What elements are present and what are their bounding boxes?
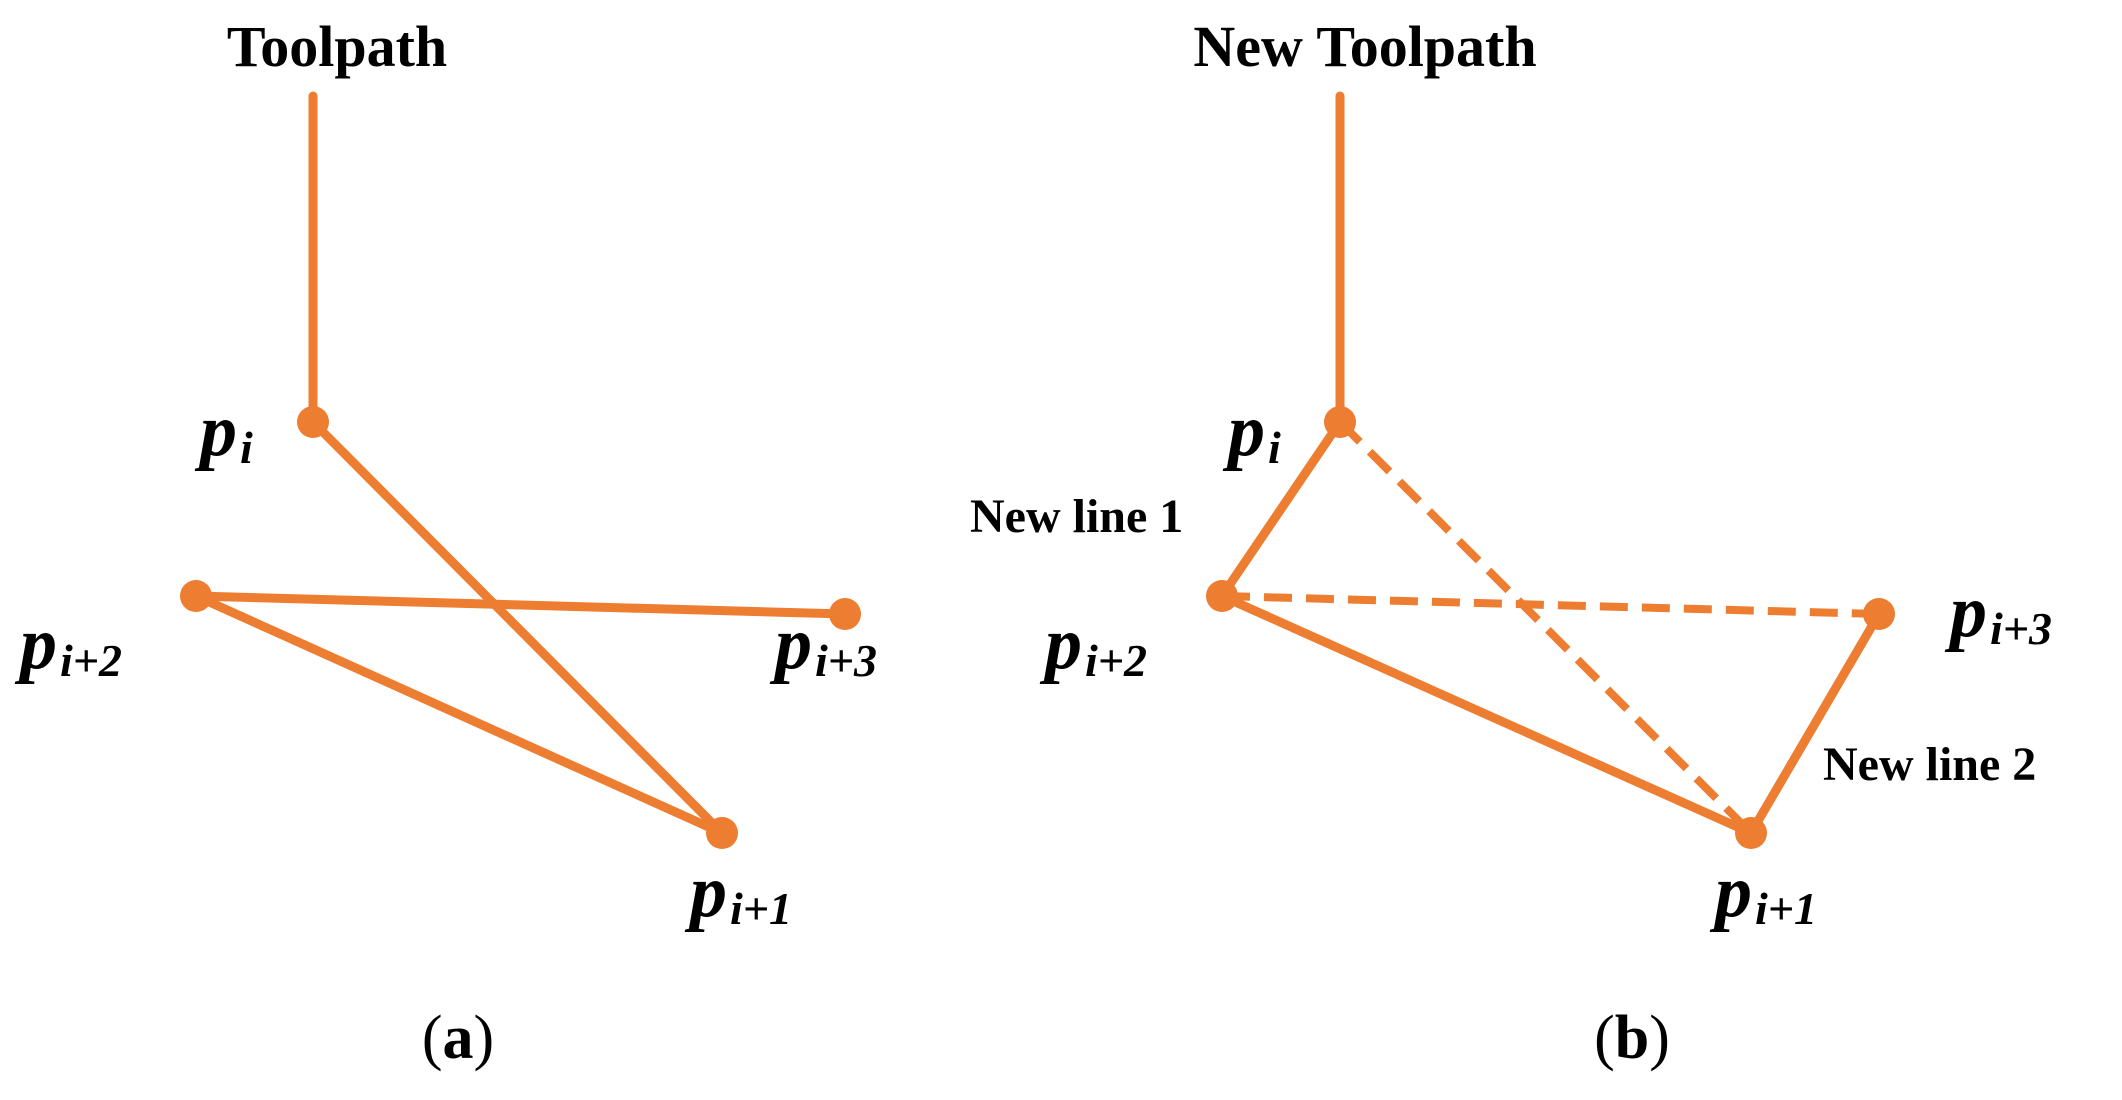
caption-close: ) xyxy=(474,1004,495,1072)
caption-close: ) xyxy=(1649,1004,1670,1072)
panel-a-label-pi1: pi+1 xyxy=(684,851,792,934)
panel-b-dashed-pi2-to-pi3 xyxy=(1221,592,1880,618)
caption-open: ( xyxy=(422,1004,443,1072)
panel-b-dashed-pi-to-pi1 xyxy=(1337,419,1754,836)
panel-a-segment-pi2-to-pi3 xyxy=(191,591,850,619)
label-subscript: i xyxy=(1268,422,1281,473)
label-subscript: i+1 xyxy=(1755,883,1817,934)
label-base: p xyxy=(769,603,812,685)
panel-a-node-pi2 xyxy=(180,580,212,612)
panel-b: New Toolpath pi pi+1 pi+2 pi+3 New line … xyxy=(970,14,2052,1072)
caption-letter: b xyxy=(1615,1004,1649,1072)
label-base: p xyxy=(1709,851,1752,933)
label-subscript: i xyxy=(240,422,253,473)
panel-b-label-pi1: pi+1 xyxy=(1709,851,1817,934)
panel-a-node-pi1 xyxy=(706,817,738,849)
panel-b-node-pi3 xyxy=(1863,598,1895,630)
label-base: p xyxy=(1222,390,1265,472)
panel-a-node-pi xyxy=(297,406,329,438)
caption-letter: a xyxy=(443,1004,474,1072)
panel-b-removed-segments xyxy=(1221,419,1880,836)
label-base: p xyxy=(1944,571,1987,653)
panel-b-new-line-1 xyxy=(1217,417,1345,601)
label-subscript: i+3 xyxy=(815,635,877,686)
panel-a-title: Toolpath xyxy=(227,14,447,79)
panel-a-caption: (a) xyxy=(422,1004,494,1072)
panel-a: Toolpath pi pi+1 pi+2 pi+3 (a) xyxy=(14,14,877,1072)
panel-b-node-pi2 xyxy=(1206,580,1238,612)
panel-b-node-pi1 xyxy=(1735,817,1767,849)
label-base: p xyxy=(14,603,57,685)
panel-b-title: New Toolpath xyxy=(1193,14,1536,79)
panel-a-label-pi: pi xyxy=(194,390,253,473)
panel-b-new-line-2 xyxy=(1746,609,1884,838)
caption-open: ( xyxy=(1594,1004,1615,1072)
label-subscript: i+2 xyxy=(60,635,122,686)
panel-a-toolpath xyxy=(191,91,850,838)
label-base: p xyxy=(1039,603,1082,685)
panel-b-segment-pi2-to-pi1 xyxy=(1217,591,1756,838)
label-subscript: i+1 xyxy=(730,883,792,934)
panel-b-new-toolpath xyxy=(1217,91,1884,838)
panel-b-label-pi: pi xyxy=(1222,390,1281,473)
label-base: p xyxy=(684,851,727,933)
panel-a-label-pi3: pi+3 xyxy=(769,603,877,686)
panel-a-node-pi3 xyxy=(829,598,861,630)
label-base: p xyxy=(194,390,237,472)
panel-a-segment-pi-to-pi1 xyxy=(308,417,727,838)
panel-b-caption: (b) xyxy=(1594,1004,1670,1072)
panel-b-label-pi3: pi+3 xyxy=(1944,571,2052,654)
panel-a-segment-pi1-to-pi2 xyxy=(191,591,727,838)
panel-b-new-line-1-label: New line 1 xyxy=(970,490,1183,543)
label-subscript: i+3 xyxy=(1990,603,2052,654)
panel-b-new-line-2-label: New line 2 xyxy=(1823,738,2036,791)
panel-a-label-pi2: pi+2 xyxy=(14,603,122,686)
panel-b-label-pi2: pi+2 xyxy=(1039,603,1147,686)
label-subscript: i+2 xyxy=(1085,635,1147,686)
panel-b-node-pi xyxy=(1324,406,1356,438)
